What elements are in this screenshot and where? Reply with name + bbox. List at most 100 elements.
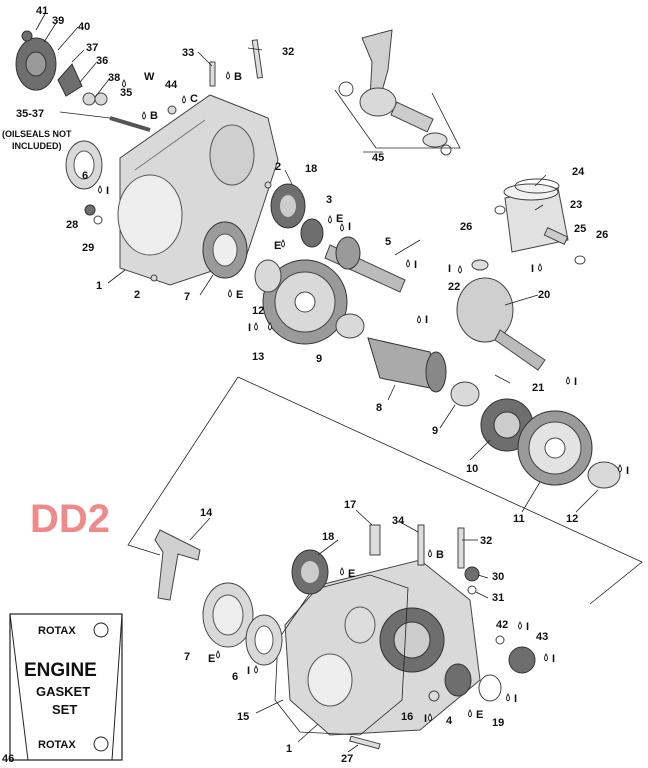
- callout-numbers: 41 39 40 37 36 38 35 44 33 32 45 24 23 2…: [2, 5, 608, 765]
- o-ring-31: [467, 585, 477, 595]
- lube-letter: I: [424, 713, 427, 725]
- lube-letters: W B C B I E E I I E I I I I I I E B E I …: [106, 71, 629, 725]
- rotax-logo-bottom-icon: [93, 736, 109, 752]
- callout-22: 22: [448, 281, 460, 293]
- lube-drop-icon: [468, 709, 472, 718]
- bearing-3: [300, 218, 324, 248]
- callout-14: 14: [200, 507, 213, 519]
- lube-drop-icon: [328, 215, 332, 224]
- lube-letter: E: [274, 240, 281, 252]
- bushing-16: [428, 690, 440, 702]
- kit-title-line2: GASKET: [36, 684, 90, 699]
- callout-19: 19: [492, 717, 504, 729]
- lube-letter: B: [436, 549, 444, 561]
- lube-letter: E: [208, 653, 215, 665]
- lube-drop-icon: [518, 621, 522, 630]
- callout-17: 17: [344, 499, 356, 511]
- lube-drop-icon: [122, 79, 126, 88]
- shift-fork-14: [154, 529, 201, 601]
- lube-letter: I: [531, 263, 534, 275]
- bushing-9-lower: [450, 381, 480, 407]
- crankshaft-20: [456, 259, 546, 371]
- balance-shaft-5: [324, 236, 406, 293]
- dowel-32-lower: [457, 527, 465, 569]
- lube-drop-icon: [506, 693, 510, 702]
- callout-36: 36: [96, 55, 108, 67]
- lube-drop-icon: [428, 549, 432, 558]
- bushing-12-lower: [587, 461, 621, 489]
- callout-46: 46: [2, 753, 14, 765]
- callout-28: 28: [66, 219, 78, 231]
- lube-drop-icon: [566, 376, 570, 385]
- lube-drop-icon: [538, 263, 542, 272]
- lube-drop-icon: [406, 259, 410, 268]
- lube-letter: I: [348, 221, 351, 233]
- lube-letter: C: [190, 93, 198, 105]
- washer-29: [93, 215, 103, 225]
- bushing-12-upper: [254, 259, 282, 293]
- seal-19: [478, 674, 502, 702]
- kit-brand-top: ROTAX: [38, 625, 76, 637]
- callout-43: 43: [536, 631, 548, 643]
- kit-brand-bottom: ROTAX: [38, 739, 76, 751]
- screw-27: [349, 735, 381, 750]
- lube-drop-icon: [216, 650, 220, 659]
- bearing-4: [444, 663, 472, 697]
- lube-drop-icon: [226, 71, 230, 80]
- callout-26: 26: [460, 221, 472, 233]
- lube-letter: I: [448, 263, 451, 275]
- callout-18: 18: [322, 531, 334, 543]
- callout-35: 35: [120, 87, 132, 99]
- callout-33: 33: [182, 47, 194, 59]
- callout-18: 18: [305, 163, 317, 175]
- note-range: 35-37: [16, 108, 44, 120]
- washer-42: [495, 635, 505, 645]
- connecting-rod-45: [338, 29, 452, 156]
- callout-32: 32: [282, 46, 294, 58]
- callout-12: 12: [566, 513, 578, 525]
- lube-letter: B: [234, 71, 242, 83]
- callout-26: 26: [596, 229, 608, 241]
- lube-letter: I: [626, 465, 629, 477]
- callout-4: 4: [446, 715, 453, 727]
- gasket-kit-card: ROTAX ENGINE GASKET SET ROTAX: [9, 613, 123, 761]
- kit-title-line3: SET: [52, 702, 77, 717]
- callout-23: 23: [570, 199, 582, 211]
- piston-23: [494, 178, 586, 265]
- callout-34: 34: [392, 515, 405, 527]
- callout-5: 5: [385, 236, 391, 248]
- callout-20: 20: [538, 289, 550, 301]
- pin-17: [369, 524, 381, 556]
- lube-drop-icon: [340, 223, 344, 232]
- crankcase-upper: [117, 94, 279, 286]
- lube-letter: W: [144, 71, 155, 83]
- callout-24: 24: [572, 166, 585, 178]
- callout-9: 9: [432, 425, 438, 437]
- callout-42: 42: [496, 619, 508, 631]
- lube-letter: I: [248, 322, 251, 334]
- lube-drop-icon: [544, 653, 548, 662]
- screw-28: [84, 204, 96, 216]
- callout-13: 13: [252, 351, 264, 363]
- callout-2: 2: [134, 289, 140, 301]
- lube-letter: E: [476, 709, 483, 721]
- rotax-logo-top-icon: [93, 622, 109, 638]
- lube-drop-icon: [340, 567, 344, 576]
- lube-letter: I: [514, 693, 517, 705]
- clutch-drum-8: [367, 337, 447, 393]
- gasket-15: [274, 574, 409, 736]
- callout-37: 37: [86, 42, 98, 54]
- callout-41: 41: [36, 5, 48, 17]
- callout-40: 40: [78, 21, 90, 33]
- lube-drop-icon: [458, 265, 462, 274]
- dowel-34: [417, 524, 425, 566]
- leader-lines: [35, 13, 599, 753]
- assembly-bracket-left: [127, 376, 239, 556]
- callout-7: 7: [184, 291, 190, 303]
- lube-letter: E: [348, 568, 355, 580]
- callout-44: 44: [165, 79, 178, 91]
- dowel-2-left: [150, 274, 158, 282]
- lube-letter: E: [236, 289, 243, 301]
- lube-drop-icon: [281, 239, 285, 248]
